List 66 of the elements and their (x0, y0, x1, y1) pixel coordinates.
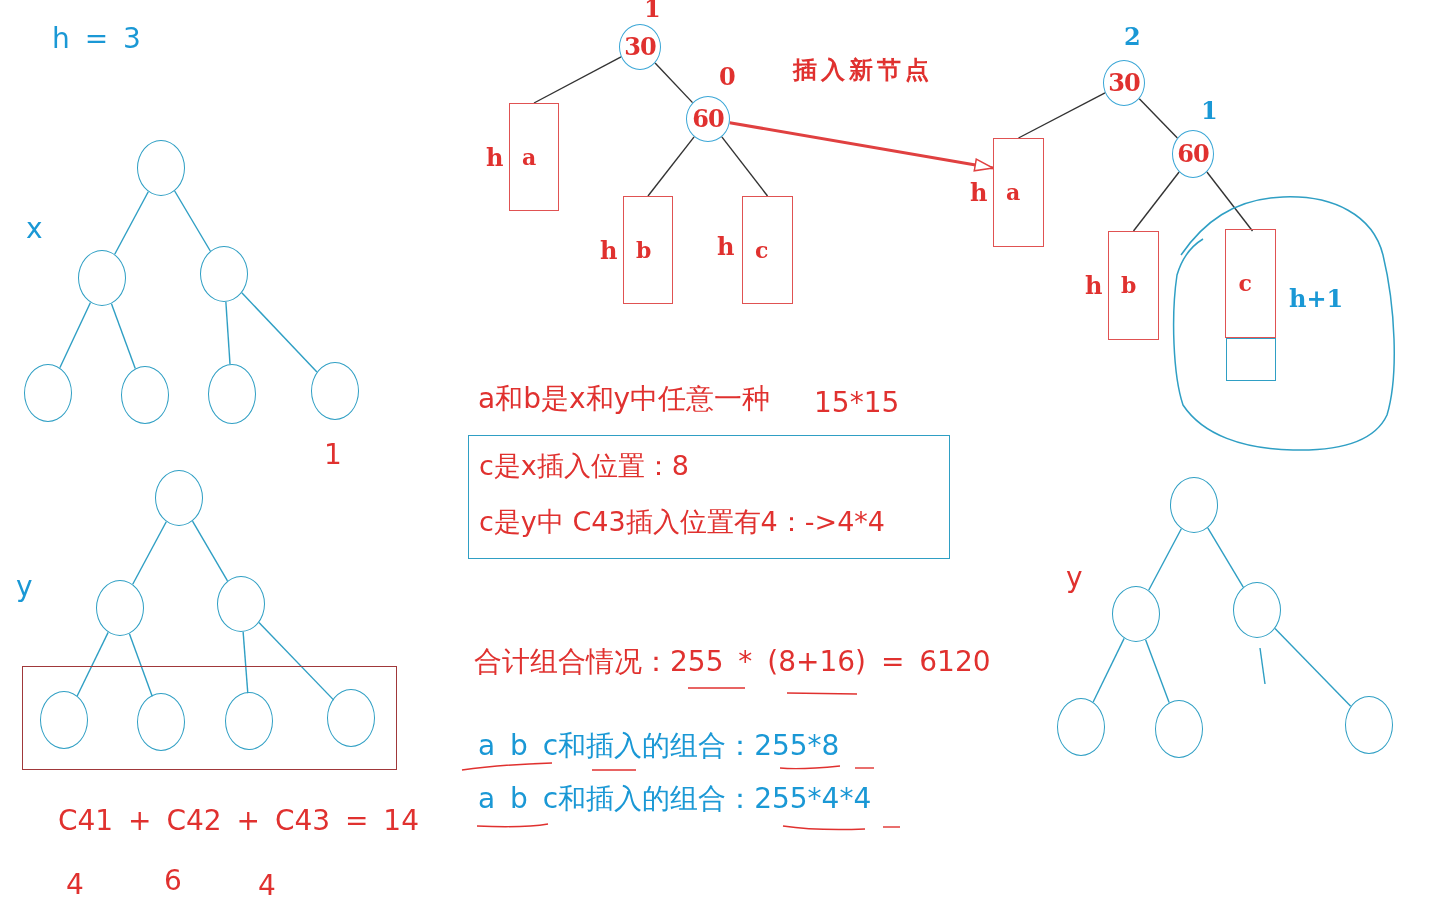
tree-branch (1132, 171, 1180, 232)
tree-branch (258, 621, 335, 701)
tree-branch (76, 631, 109, 697)
arrow (729, 121, 994, 172)
tree-branch (241, 292, 318, 373)
subtree-label: b (1121, 274, 1137, 296)
tree-branch (1092, 637, 1125, 703)
node-value: 60 (1177, 142, 1209, 166)
tree-branch (114, 191, 149, 255)
note-box (468, 435, 950, 559)
note-text: c是x插入位置：8 (479, 450, 689, 483)
note-text: c是y中 C43插入位置有4：->4*4 (479, 506, 885, 539)
height-label: 0 (719, 65, 736, 89)
new-node-box (1226, 338, 1277, 382)
height-label: h (970, 181, 988, 205)
tree-branch (59, 301, 92, 369)
height-label: 2 (1124, 25, 1141, 49)
height-label: h (717, 235, 735, 259)
annotation-text: 15*15 (814, 386, 900, 420)
highlight-frame (22, 666, 397, 770)
subtree-label: a (522, 146, 537, 168)
tree-branch (533, 56, 622, 104)
annotation-text: 1 (324, 438, 342, 472)
annotation-text: 6 (164, 864, 182, 898)
tree-branch (174, 190, 211, 252)
tree-branch (721, 136, 769, 197)
annotation-text: x (26, 212, 43, 246)
tree-branch (1207, 527, 1244, 588)
annotation-text: a b c和插入的组合：255*4*4 (478, 782, 872, 816)
tree-branch (110, 303, 136, 370)
annotation-text: C41 + C42 + C43 = 14 (58, 804, 419, 838)
annotation-text: 4 (66, 868, 84, 902)
height-label: h (600, 239, 618, 263)
tree-branch (1138, 98, 1179, 139)
subtree-box (1225, 229, 1277, 339)
height-label: h (1085, 274, 1103, 298)
tree-branch (1274, 627, 1352, 707)
tree-branch (225, 301, 231, 365)
tree-branch (647, 136, 695, 197)
tree-branch (1017, 92, 1106, 139)
height-label: 1 (1201, 99, 1218, 123)
tree-branch (1206, 171, 1254, 232)
node-value: 60 (692, 107, 724, 131)
tree-branch (242, 631, 249, 694)
tree-branch (128, 633, 153, 698)
subtree-label: c (755, 239, 769, 261)
tree-branch (1147, 528, 1183, 591)
height-label: h (486, 146, 504, 170)
annotation-text: y (1066, 561, 1083, 595)
annotation-text: y (16, 570, 33, 604)
subtree-label: a (1006, 181, 1021, 203)
tree-branch (1144, 638, 1170, 704)
subtree-label: c (1238, 272, 1252, 295)
annotation-text: 4 (258, 869, 276, 903)
subtree-label: b (636, 239, 652, 261)
annotation-text: 合计组合情况：255 * (8+16) = 6120 (474, 645, 991, 679)
lasso-region (1173, 195, 1397, 451)
node-value: 30 (624, 35, 656, 59)
annotation-text: a b c和插入的组合：255*8 (478, 729, 840, 763)
tree-branch (191, 520, 229, 582)
annotation-text: h = 3 (52, 22, 141, 56)
annotation-text: a和b是x和y中任意一种 (478, 382, 771, 416)
height-label: h+1 (1289, 287, 1344, 311)
node-value: 30 (1108, 71, 1140, 95)
tree-branch (132, 521, 167, 585)
tree-branch (654, 62, 694, 104)
